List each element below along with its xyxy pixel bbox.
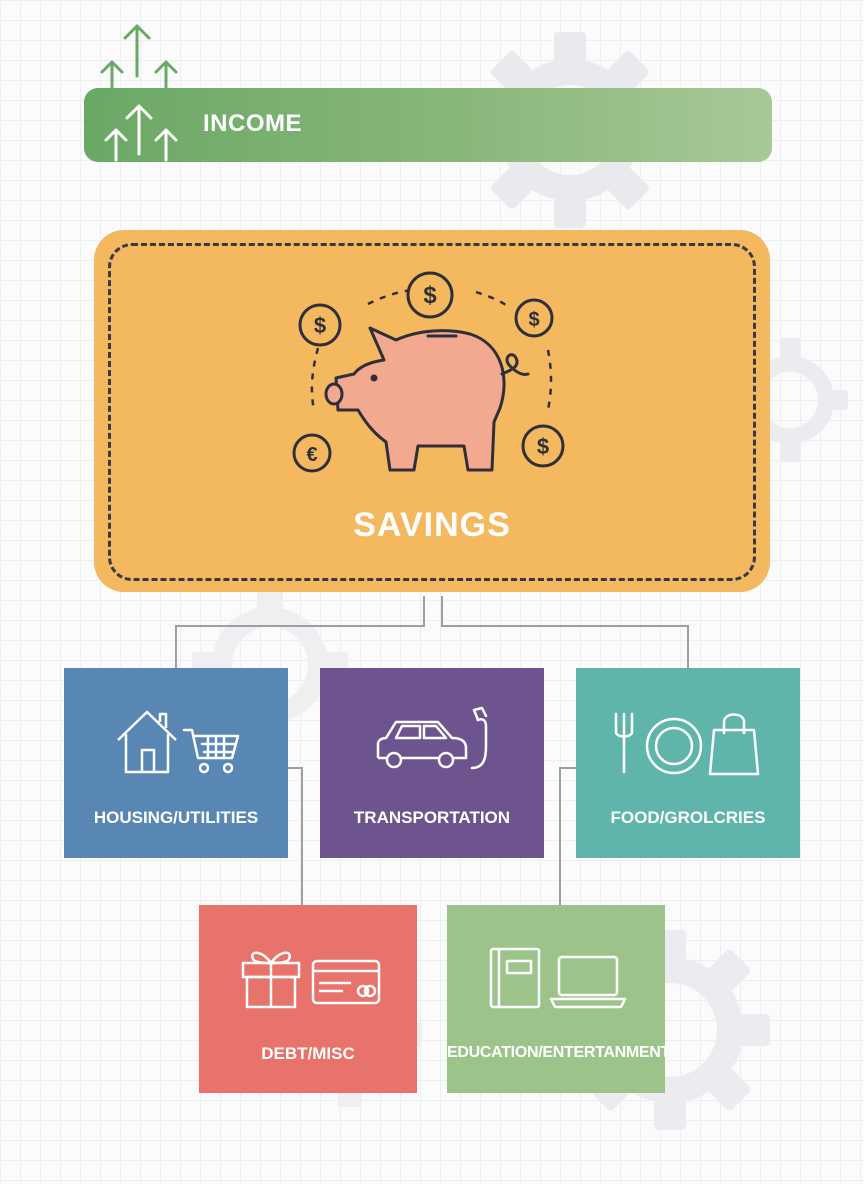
svg-text:$: $: [537, 434, 549, 459]
category-label: EDUCATION/ENTERTANMENT: [447, 1044, 671, 1061]
category-housing-utilities: HOUSING/UTILITIES: [64, 668, 288, 858]
category-label: HOUSING/UTILITIES: [93, 808, 259, 827]
income-bar: [84, 88, 772, 162]
book-icon: [489, 947, 541, 1009]
fork-icon: [614, 712, 634, 774]
svg-text:$: $: [423, 282, 437, 309]
category-label: DEBT/MISC: [261, 1044, 355, 1063]
house-icon: [117, 710, 177, 774]
shopping-bag-icon: [708, 713, 760, 776]
category-education-entertainment: EDUCATION/ENTERTANMENT: [447, 905, 671, 1093]
category-food-groceries: FOOD/GROLCRIES: [576, 668, 800, 858]
fuel-pump-icon: [470, 706, 488, 770]
svg-text:$: $: [314, 313, 326, 338]
income-label: INCOME: [203, 110, 302, 137]
svg-text:€: €: [306, 444, 317, 466]
shopping-cart-icon: [182, 728, 240, 774]
piggy-bank-icon: $ $ $ € $: [292, 271, 565, 473]
credit-card-icon: [311, 959, 381, 1005]
savings-dashed-border: [108, 243, 756, 581]
gift-icon: [241, 951, 301, 1009]
category-label: TRANSPORTATION: [353, 808, 511, 827]
car-icon: [376, 720, 468, 769]
laptop-icon: [549, 955, 627, 1009]
category-transportation: TRANSPORTATION: [320, 668, 544, 858]
savings-title: SAVINGS: [353, 506, 511, 544]
plate-icon: [645, 717, 703, 775]
category-label: FOOD/GROLCRIES: [610, 808, 766, 827]
category-debt-misc: DEBT/MISC: [199, 905, 417, 1093]
upward-arrows-icon: [100, 24, 178, 162]
svg-text:$: $: [528, 309, 539, 331]
